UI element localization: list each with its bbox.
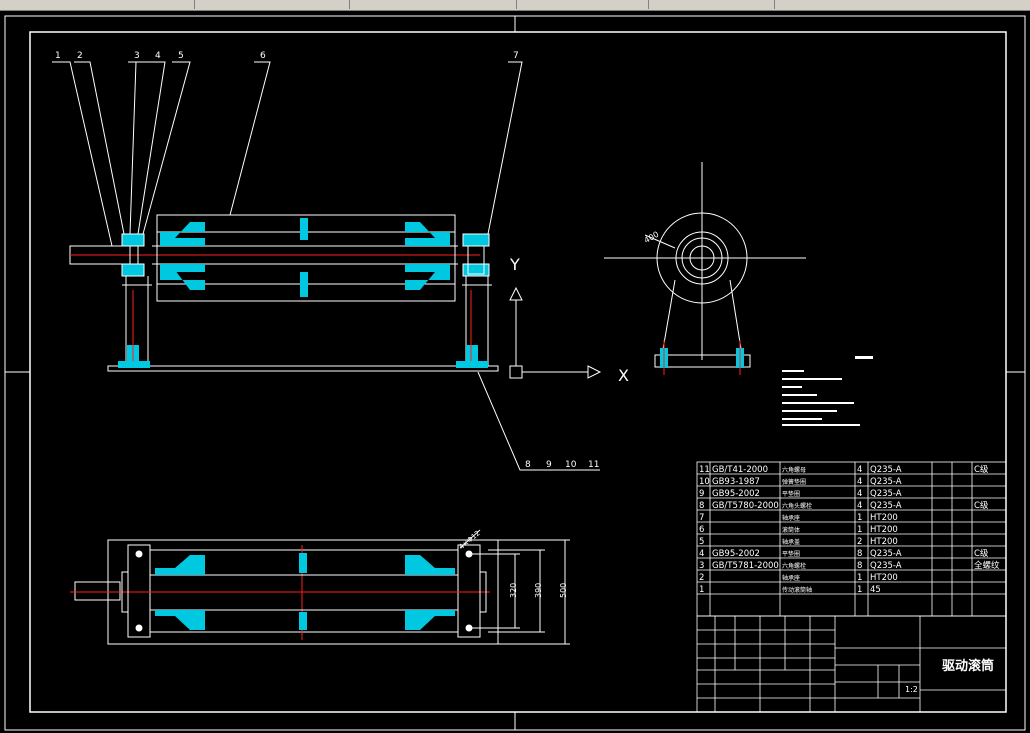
callout-2: 2 [77,51,83,61]
bom-cell-no: 7 [699,513,704,523]
bom-cell-name: 六角螺母 [782,466,806,474]
top-view: 320 390 500 4×Φ12 [70,529,570,645]
dim-400: 400 [643,230,661,245]
bom-cell-code: GB/T5780-2000 [712,501,779,511]
axis-y-label: Y [509,255,520,274]
bom-cell-note: C级 [974,548,989,559]
bom-cell-mat: Q235-A [870,549,902,559]
bom-cell-no: 1 [699,585,704,595]
bom-cell-name: 轴承盖 [782,538,800,546]
bom-cell-name: 六角螺栓 [782,562,806,570]
bom-cell-no: 4 [699,549,704,559]
bom-cell-qty: 4 [857,477,862,487]
bom-cell-note: C级 [974,500,989,511]
bom-cell-code: GB/T41-2000 [712,465,768,475]
bom-cell-mat: 45 [870,585,881,595]
dim-320: 320 [509,583,518,598]
color-dropdown[interactable] [352,0,517,9]
ucs-icon: Y X [509,255,629,385]
front-view-callouts: 1 2 3 4 5 6 7 8 9 10 11 [55,51,599,470]
bom-cell-note: 全螺纹 [974,560,1000,571]
bom-cell-no: 3 [699,561,704,571]
bom-cell-mat: HT200 [870,537,898,547]
bom-cell-qty: 4 [857,489,862,499]
bom-cell-no: 5 [699,537,704,547]
bom-cell-qty: 8 [857,561,862,571]
bom-cell-qty: 1 [857,585,862,595]
bom-cell-note: C级 [974,464,989,475]
callout-11: 11 [588,460,599,470]
bom-cell-name: 滚筒体 [782,526,800,534]
dim-390: 390 [534,583,543,598]
toolbar-icons[interactable] [130,0,195,9]
bom-cell-no: 2 [699,573,704,583]
layer-dropdown[interactable] [195,0,350,9]
callout-1: 1 [55,51,61,61]
bom-cell-code: GB95-2002 [712,549,760,559]
bom-cell-mat: HT200 [870,513,898,523]
bom-cell-mat: Q235-A [870,477,902,487]
bom-cell-mat: Q235-A [870,501,902,511]
bom-cell-code: GB93-1987 [712,477,760,487]
dim-500: 500 [559,583,568,598]
callout-3: 3 [134,51,140,61]
bom-cell-no: 6 [699,525,704,535]
front-view [52,61,600,471]
bom-cell-qty: 2 [857,537,862,547]
drawing-title: 驱动滚筒 [942,658,994,674]
bom-cell-mat: Q235-A [870,465,902,475]
bom-cell-name: 六角头螺栓 [782,502,812,510]
axis-x-label: X [618,366,629,385]
callout-4: 4 [155,51,161,61]
linetype-dropdown[interactable] [516,0,649,9]
bom-cell-name: 平垫圈 [782,550,800,558]
bom-cell-code: GB/T5781-2000 [712,561,779,571]
bom-cell-no: 8 [699,501,704,511]
bom-cell-name: 弹簧垫圈 [782,478,806,486]
bom-cell-mat: HT200 [870,573,898,583]
bom-cell-qty: 1 [857,573,862,583]
lineweight-dropdown[interactable] [650,0,775,9]
bom-cell-code: GB95-2002 [712,489,760,499]
bom-cell-qty: 1 [857,525,862,535]
callout-5: 5 [178,51,184,61]
callout-6: 6 [260,51,266,61]
cad-toolbar-strip [0,0,1030,11]
drawing-scale: 1:2 [905,685,918,694]
side-view: 400 [604,162,806,375]
bom-cell-mat: Q235-A [870,489,902,499]
bom-cell-no: 10 [699,477,710,487]
technical-notes [782,356,873,426]
bom-cell-qty: 4 [857,501,862,511]
callout-7: 7 [513,51,519,61]
callout-9: 9 [546,460,552,470]
callout-8: 8 [525,460,531,470]
bom-cell-name: 传动滚筒轴 [782,586,812,594]
bom-cell-qty: 4 [857,465,862,475]
bom-cell-mat: Q235-A [870,561,902,571]
bom-cell-qty: 1 [857,513,862,523]
callout-10: 10 [565,460,577,470]
bom-cell-name: 平垫圈 [782,490,800,498]
bom-cell-qty: 8 [857,549,862,559]
bom-cell-no: 11 [699,465,710,475]
bom-cell-mat: HT200 [870,525,898,535]
bom-cell-no: 9 [699,489,704,499]
bom-cell-name: 轴承座 [782,514,800,522]
bom-cell-name: 轴承座 [782,574,800,582]
title-block: 驱动滚筒 1:2 [696,615,1007,713]
